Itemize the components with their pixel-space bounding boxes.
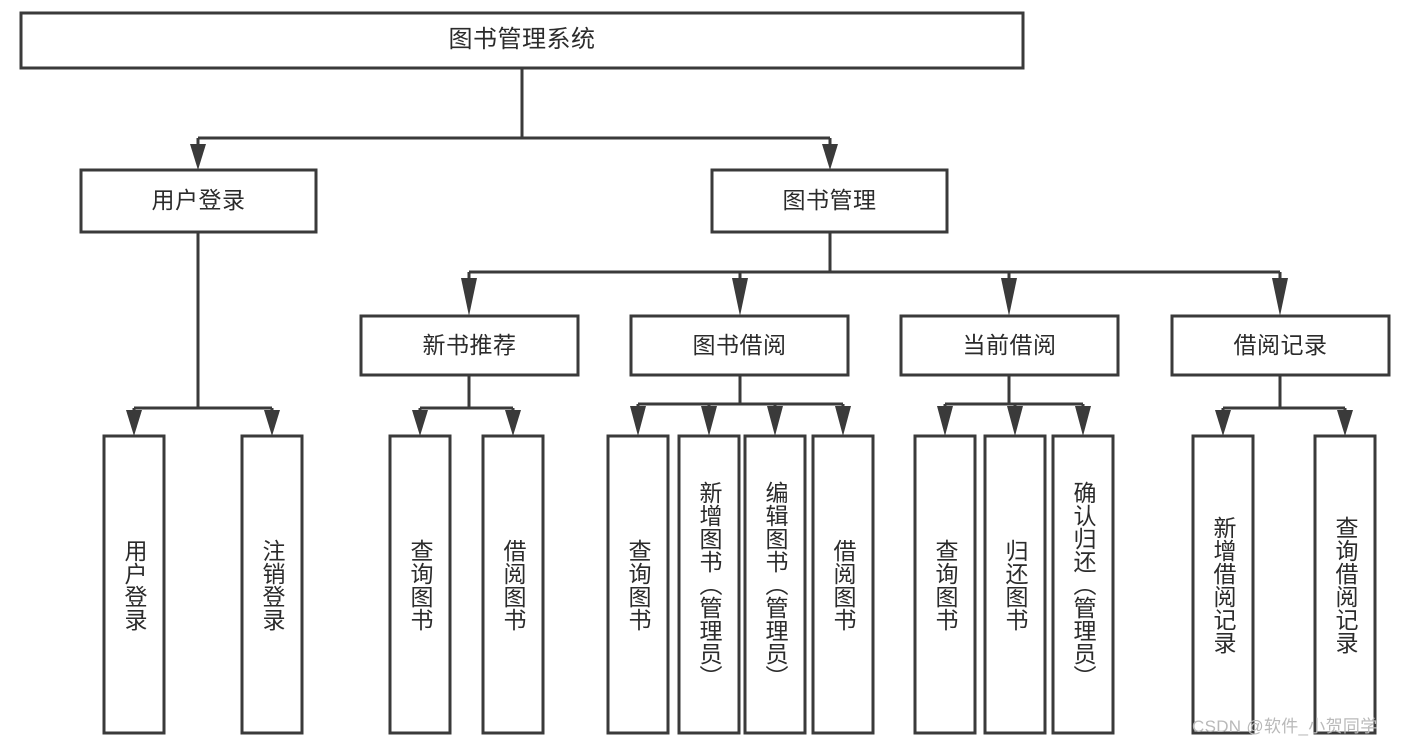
node-box-book-manage[interactable] — [710, 168, 949, 234]
arrow-head-book-borrow — [732, 278, 748, 316]
arrow-head-leaf-add-record — [1215, 410, 1231, 436]
node-box-leaf-borrow-book-1[interactable] — [481, 434, 545, 735]
node-box-root[interactable] — [19, 11, 1025, 70]
node-box-user-login[interactable] — [79, 168, 318, 234]
node-box-leaf-query-record[interactable] — [1313, 434, 1377, 735]
arrow-head-borrow-record — [1272, 278, 1288, 316]
node-box-leaf-query-book-1[interactable] — [388, 434, 452, 735]
node-box-leaf-edit-book[interactable] — [743, 434, 807, 735]
arrow-head-current-borrow — [1001, 278, 1017, 316]
arrow-head-leaf-query-book-3 — [937, 406, 953, 436]
node-box-leaf-add-book[interactable] — [677, 434, 741, 735]
node-box-leaf-user-logout[interactable] — [240, 434, 304, 735]
arrow-head-leaf-add-book — [701, 406, 717, 436]
node-box-leaf-return-book[interactable] — [983, 434, 1047, 735]
arrow-head-leaf-edit-book — [767, 406, 783, 436]
arrow-head-leaf-user-login — [126, 410, 142, 436]
connector-book-manage-to-level2 — [461, 232, 1288, 316]
node-box-leaf-borrow-book-2[interactable] — [811, 434, 875, 735]
arrow-head-user-login — [190, 144, 206, 170]
node-box-leaf-query-book-3[interactable] — [913, 434, 977, 735]
arrow-head-leaf-query-book-2 — [630, 406, 646, 436]
arrow-head-book-manage — [822, 144, 838, 170]
node-box-borrow-record[interactable] — [1170, 314, 1391, 377]
connector-root-to-level1 — [190, 68, 838, 170]
arrow-head-leaf-borrow-book-1 — [505, 410, 521, 436]
csdn-watermark: CSDN @软件_小贺同学 — [1192, 717, 1378, 736]
connector-book-borrow-to-leaves — [630, 375, 851, 436]
node-box-leaf-user-login[interactable] — [102, 434, 166, 735]
connector-new-book-recommend-to-leaves — [412, 375, 521, 436]
node-box-leaf-add-record[interactable] — [1191, 434, 1255, 735]
arrow-head-leaf-return-book — [1007, 406, 1023, 436]
node-box-leaf-query-book-2[interactable] — [606, 434, 670, 735]
arrow-head-leaf-borrow-book-2 — [835, 406, 851, 436]
arrow-head-leaf-user-logout — [264, 410, 280, 436]
arrow-head-new-book-recommend — [461, 278, 477, 316]
node-box-book-borrow[interactable] — [629, 314, 850, 377]
node-box-current-borrow[interactable] — [899, 314, 1120, 377]
connector-user-login-to-leaves — [126, 232, 280, 436]
node-box-new-book-recommend[interactable] — [359, 314, 580, 377]
connector-borrow-record-to-leaves — [1215, 375, 1353, 436]
connector-current-borrow-to-leaves — [937, 375, 1091, 436]
node-box-leaf-confirm-return[interactable] — [1051, 434, 1115, 735]
arrow-head-leaf-confirm-return — [1075, 406, 1091, 436]
arrow-head-leaf-query-book-1 — [412, 410, 428, 436]
arrow-head-leaf-query-record — [1337, 410, 1353, 436]
